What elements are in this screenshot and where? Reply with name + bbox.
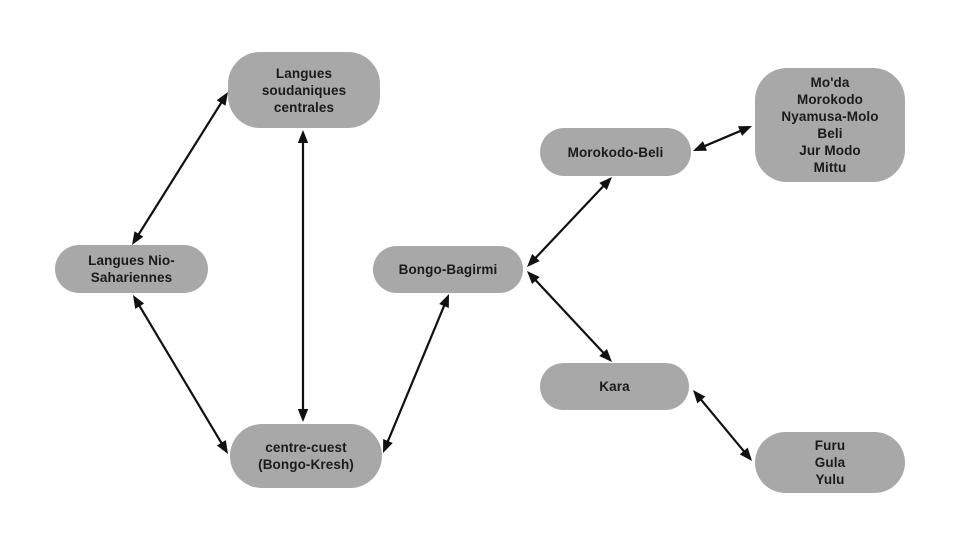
arrowhead-icon: [383, 438, 393, 453]
node-kara: Kara: [540, 363, 689, 410]
arrowhead-icon: [527, 253, 540, 267]
arrowhead-icon: [297, 409, 309, 422]
node-langues-soudaniques-centrales: Langues soudaniques centrales: [228, 52, 380, 128]
arrowhead-icon: [216, 440, 228, 454]
node-furu-group: Furu Gula Yulu: [755, 432, 905, 493]
edge-langues-nio-sahariennes--centre-cuest-bongo-kresh: [133, 295, 228, 454]
node-label: Morokodo-Beli: [567, 144, 664, 160]
edge-line: [383, 297, 449, 450]
arrowhead-icon: [693, 141, 707, 151]
node-label: centre-cuest (Bongo-Kresh): [258, 440, 354, 472]
node-label: Mo'da Morokodo Nyamusa-Molo Beli Jur Mod…: [781, 75, 879, 175]
node-label: Langues soudaniques centrales: [261, 65, 347, 115]
node-label: Bongo-Bagirmi: [398, 262, 498, 277]
edge-bongo-bagirmi--kara: [527, 271, 612, 362]
node-centre-cuest-bongo-kresh: centre-cuest (Bongo-Kresh): [230, 424, 382, 488]
edge-line: [133, 94, 227, 243]
edge-line: [694, 392, 751, 459]
arrowhead-icon: [599, 348, 612, 362]
edge-centre-cuest-bongo-kresh--bongo-bagirmi: [383, 294, 449, 453]
arrowhead-icon: [739, 447, 752, 461]
arrowhead-icon: [133, 295, 145, 309]
node-morokodo-beli: Morokodo-Beli: [540, 128, 691, 176]
edge-line: [528, 179, 611, 265]
node-moda-group: Mo'da Morokodo Nyamusa-Molo Beli Jur Mod…: [755, 68, 905, 182]
edge-kara--furu-group: [693, 390, 752, 461]
edge-line: [696, 126, 749, 151]
node-label: Langues Nio- Sahariennes: [88, 253, 175, 285]
node-langues-nio-sahariennes: Langues Nio- Sahariennes: [55, 245, 208, 293]
edge-bongo-bagirmi--morokodo-beli: [527, 177, 612, 267]
arrowhead-icon: [439, 294, 449, 309]
arrowhead-icon: [693, 390, 706, 404]
arrowhead-icon: [527, 271, 540, 285]
arrowhead-icon: [132, 231, 144, 245]
edge-morokodo-beli--moda-group: [693, 126, 752, 151]
edge-langues-soudaniques-centrales--centre-cuest-bongo-kresh: [297, 130, 309, 422]
arrowhead-icon: [216, 92, 228, 106]
edge-langues-nio-sahariennes--langues-soudaniques-centrales: [132, 92, 228, 245]
arrowhead-icon: [297, 130, 309, 143]
node-bongo-bagirmi: Bongo-Bagirmi: [373, 246, 523, 293]
edge-line: [134, 297, 227, 452]
edge-line: [528, 273, 611, 360]
arrowhead-icon: [599, 177, 612, 191]
node-label: Kara: [599, 379, 630, 394]
arrowhead-icon: [738, 126, 752, 136]
node-label: Furu Gula Yulu: [814, 438, 846, 487]
